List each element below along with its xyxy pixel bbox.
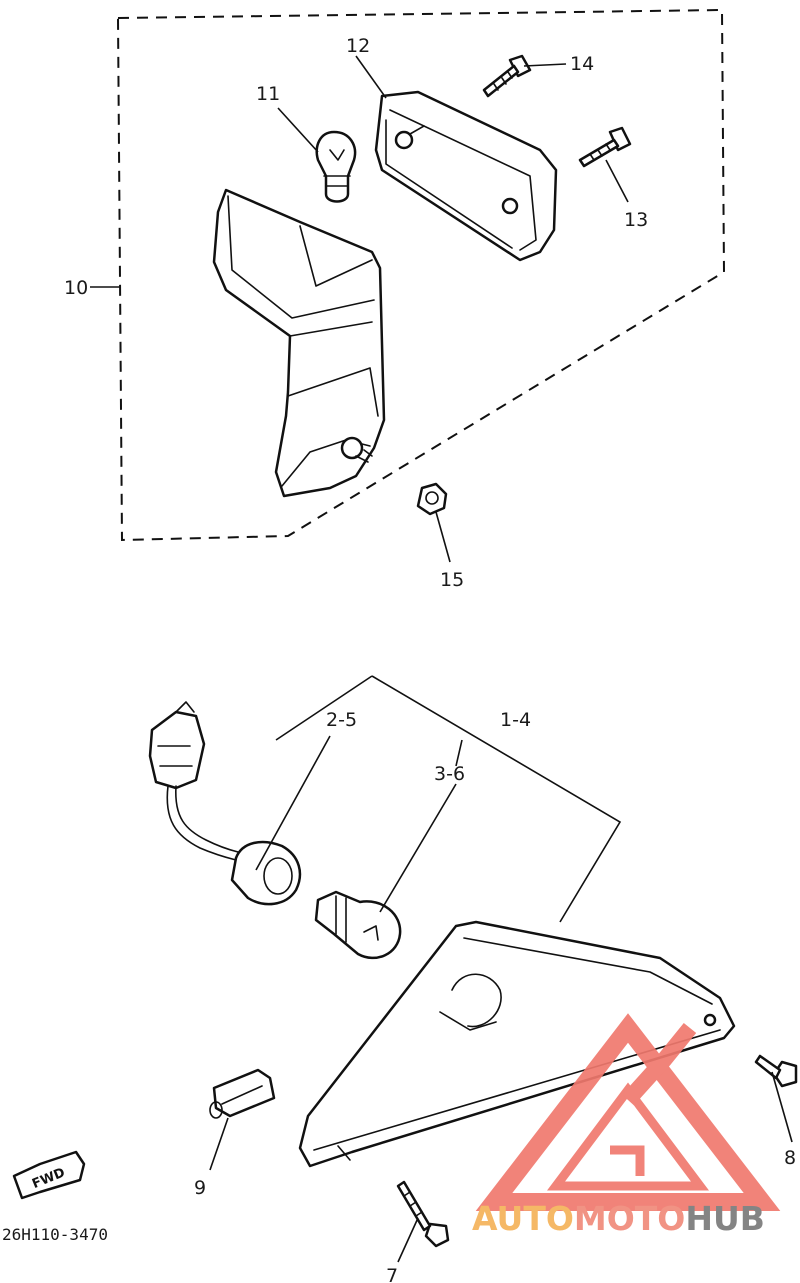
lens-12 xyxy=(374,90,558,262)
flasher-lens-1-4 xyxy=(298,920,736,1168)
callout-12: 12 xyxy=(346,35,370,57)
forward-arrow-tag: FWD xyxy=(12,1150,86,1200)
callout-7: 7 xyxy=(386,1265,398,1283)
flasher-body-10 xyxy=(212,188,386,498)
callout-9: 9 xyxy=(194,1177,206,1199)
bulb-3-6 xyxy=(314,890,402,960)
watermark-emblem-icon xyxy=(475,1013,781,1211)
screw-7 xyxy=(396,1180,450,1248)
callout-11: 11 xyxy=(256,83,280,105)
drawing-code: 26H110-3470 xyxy=(2,1225,108,1244)
leader-lines xyxy=(90,55,793,1263)
callout-2-5: 2-5 xyxy=(326,709,357,731)
screw-8 xyxy=(754,1054,798,1088)
callout-15: 15 xyxy=(440,569,464,591)
screw-14 xyxy=(482,54,532,98)
callout-1-4: 1-4 xyxy=(500,709,531,731)
watermark-hub: HUB xyxy=(685,1199,765,1238)
bulb-11 xyxy=(315,130,357,203)
watermark-auto: AUTO xyxy=(472,1199,574,1238)
clip-9 xyxy=(209,1068,276,1119)
callout-3-6: 3-6 xyxy=(434,763,465,785)
assembly-outline-10 xyxy=(117,8,726,542)
nut-15 xyxy=(416,482,448,516)
callout-14: 14 xyxy=(570,53,594,75)
callout-8: 8 xyxy=(784,1147,796,1169)
screw-13 xyxy=(578,126,632,168)
watermark-moto: MOTO xyxy=(574,1199,685,1238)
watermark-text: AUTOMOTOHUB xyxy=(472,1199,765,1238)
callout-10: 10 xyxy=(64,277,88,299)
callout-13: 13 xyxy=(624,209,648,231)
socket-cord-2-5 xyxy=(148,701,302,906)
watermark-logo: AUTOMOTOHUB xyxy=(472,1013,781,1238)
